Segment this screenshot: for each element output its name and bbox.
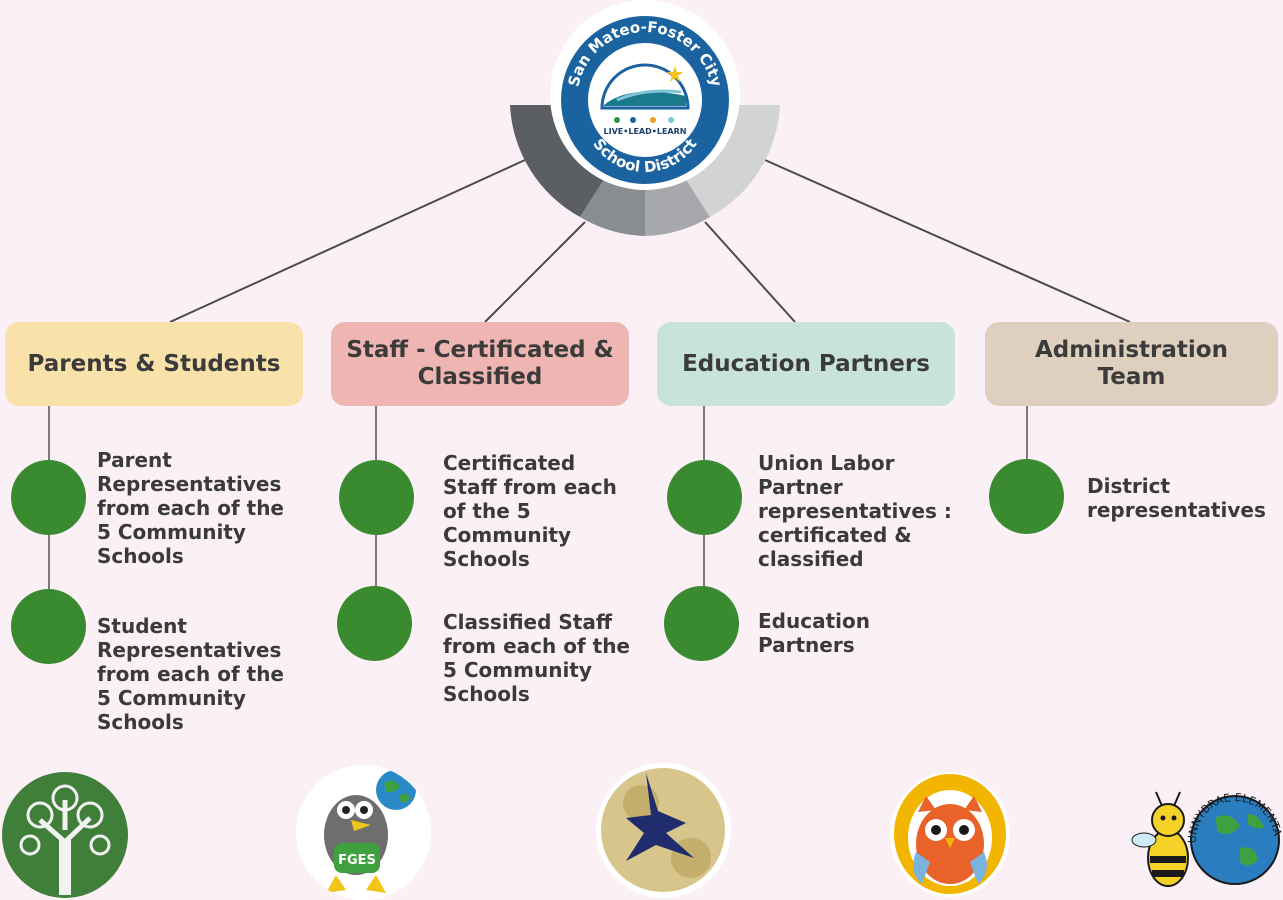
item-student-reps: Student Representatives from each of the… (97, 614, 284, 734)
item-district-reps: District representatives (1087, 474, 1266, 522)
item-bullet (337, 586, 412, 661)
item-bullet (989, 459, 1064, 534)
category-parents-students: Parents & Students (5, 322, 303, 406)
category-staff: Staff - Certificated & Classified (331, 322, 629, 406)
district-motto: LIVE•LEAD•LEARN (604, 127, 687, 136)
category-title: Parents & Students (27, 350, 281, 377)
item-bullet (11, 589, 86, 664)
falcon-logo-text: FGES (338, 853, 376, 868)
connector-parents (169, 159, 526, 323)
item-union-labor: Union Labor Partner representatives : ce… (758, 451, 952, 571)
category-title: Administration Team (1035, 337, 1228, 390)
connector-staff (484, 221, 586, 323)
category-title: Education Partners (682, 350, 930, 377)
eagle-logo (596, 763, 731, 898)
item-bullet (11, 460, 86, 535)
connector-partners (704, 221, 796, 323)
column-line-admin (1026, 406, 1028, 496)
item-parent-reps: Parent Representatives from each of the … (97, 448, 284, 568)
district-logo: San Mateo-Foster City School District LI… (505, 0, 785, 240)
category-education-partners: Education Partners (657, 322, 955, 406)
item-classified-staff: Classified Staff from each of the 5 Comm… (443, 610, 630, 706)
item-bullet (339, 460, 414, 535)
item-bullet (664, 586, 739, 661)
category-administration: Administration Team (985, 322, 1278, 406)
connector-admin (764, 159, 1131, 323)
item-bullet (667, 460, 742, 535)
falcon-globe-logo: FGES (296, 765, 431, 900)
category-title: Staff - Certificated & Classified (346, 337, 614, 390)
item-certificated-staff: Certificated Staff from each of the 5 Co… (443, 451, 617, 571)
item-education-partners: Education Partners (758, 609, 870, 657)
owl-logo (890, 772, 1010, 897)
tree-logo (0, 770, 130, 900)
